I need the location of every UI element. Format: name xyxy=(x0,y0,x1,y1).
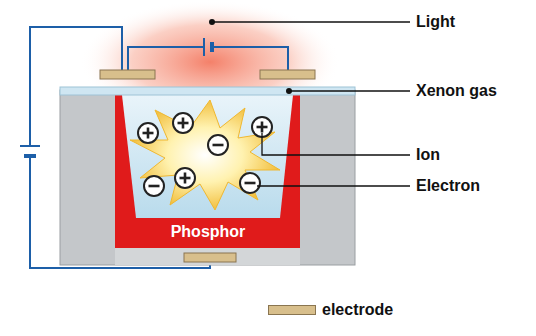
sign-stroke xyxy=(245,182,256,185)
electron-circle xyxy=(144,176,164,196)
electron-label: Electron xyxy=(416,176,480,196)
gas-label: Xenon gas xyxy=(416,81,497,101)
electrode xyxy=(100,70,315,262)
ion-circle xyxy=(138,123,158,143)
electron-circle xyxy=(240,173,260,193)
sign-stroke xyxy=(182,118,185,129)
leader-lines xyxy=(212,22,410,186)
xenon-cavity xyxy=(122,95,293,218)
electron-circle xyxy=(208,135,228,155)
ion-label: Ion xyxy=(416,145,440,165)
leader-dots xyxy=(209,19,292,94)
particles xyxy=(138,113,272,196)
discharge-burst xyxy=(130,100,280,210)
sign-stroke xyxy=(261,122,264,133)
legend-text: electrode xyxy=(322,300,393,320)
sign-stroke xyxy=(213,144,224,147)
light-label: Light xyxy=(416,12,455,32)
ion-circle xyxy=(175,168,195,188)
sign-stroke xyxy=(149,185,160,188)
sign-stroke xyxy=(184,173,187,184)
legend-swatch xyxy=(268,305,316,315)
ion-circle xyxy=(173,113,193,133)
cell-inner-wall xyxy=(115,90,300,265)
cell-wall xyxy=(60,90,355,265)
phosphor-label: Phosphor xyxy=(171,222,246,242)
sign-stroke xyxy=(147,128,150,139)
phosphor-layer xyxy=(115,95,300,248)
